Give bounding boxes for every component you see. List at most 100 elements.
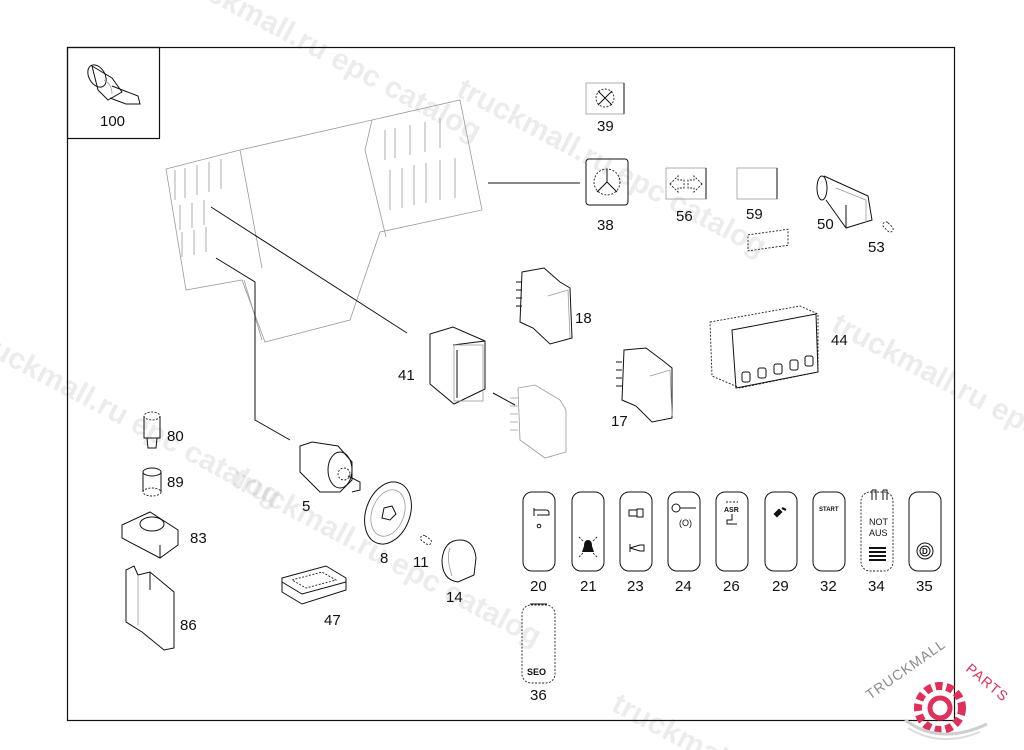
wiper-icon	[593, 168, 621, 196]
seo-text: SEO	[527, 667, 546, 677]
horn-icon	[628, 508, 645, 552]
rocker-cap-32[interactable]: START 32	[812, 491, 846, 595]
diagram-frame	[66, 46, 956, 722]
part-number-label: 80	[167, 428, 184, 445]
part-number-label: 26	[723, 578, 740, 595]
phone-icon	[773, 507, 787, 518]
part-59[interactable]: 59	[736, 167, 778, 223]
bulb-icon	[882, 221, 894, 233]
emergency-stop-icon	[869, 489, 888, 561]
rocker-cap-29[interactable]: 29	[764, 491, 798, 595]
part-89[interactable]: 89	[142, 467, 184, 497]
part-number-label: 100	[100, 113, 125, 130]
part-number-label: 41	[398, 367, 415, 384]
part-41[interactable]: 41	[398, 326, 486, 405]
sleeve-icon	[142, 467, 162, 497]
part-number-label: 23	[627, 578, 644, 595]
part-number-label: 20	[530, 578, 547, 595]
part-number-label: 56	[676, 208, 693, 225]
part-number-label: 35	[916, 578, 933, 595]
alarm-bell-icon	[578, 536, 598, 558]
rocker-cap-21[interactable]: 21	[571, 491, 605, 595]
asr-icon	[726, 501, 738, 525]
switch-pad-icon	[281, 565, 347, 605]
part-number-label: 59	[746, 206, 763, 223]
pin-icon	[420, 534, 432, 546]
part-number-label: 83	[190, 530, 207, 547]
part-number-label: 24	[675, 578, 692, 595]
rocker-switch-icon	[516, 267, 573, 345]
part-50[interactable]: 50	[816, 175, 873, 233]
part-number-label: 14	[446, 589, 463, 606]
part-8[interactable]: 8	[356, 475, 419, 567]
hazard-arrows-icon	[669, 174, 703, 194]
leader-lines	[210, 182, 580, 441]
rocker-cap-24[interactable]: (O) 24	[667, 491, 701, 595]
part-100[interactable]: 100	[84, 62, 141, 130]
part-44[interactable]: 44	[709, 228, 848, 389]
dashboard-outline	[165, 99, 483, 343]
logo-text-dark: TRUCKMALL	[863, 636, 949, 703]
part-number-label: 29	[772, 578, 789, 595]
aus-text: AUS	[869, 528, 888, 538]
rocker-cap-34[interactable]: NOT AUS 34	[860, 489, 894, 595]
logo-text-accent: PARTS	[963, 660, 1012, 705]
part-number-label: 34	[868, 578, 885, 595]
part-number-label: 50	[817, 216, 834, 233]
contact-block-icon	[125, 565, 175, 651]
watermark-text: truckmall.ru epc catalog	[452, 72, 772, 263]
rocker-switch-icon	[616, 347, 673, 423]
start-text: START	[819, 507, 839, 513]
watermark-text: truckmall.ru epc catalog	[827, 307, 1024, 498]
rocker-cap-35[interactable]: D 35	[908, 491, 942, 595]
mounting-plate-icon	[364, 481, 412, 545]
part-number-label: 38	[597, 217, 614, 234]
rotary-switch-icon	[299, 441, 361, 493]
lamp-holder-icon	[143, 411, 161, 449]
ghost-switch-icon	[510, 384, 567, 459]
display-unit-icon	[709, 228, 819, 389]
mount-bracket-icon	[121, 511, 179, 559]
rocker-cap-20[interactable]: 20	[522, 491, 556, 595]
diff-lock-text: D	[922, 547, 928, 556]
part-17[interactable]: 17	[611, 347, 673, 430]
part-11[interactable]: 11	[413, 534, 433, 571]
part-53[interactable]: 53	[868, 221, 894, 256]
asr-text: ASR	[724, 507, 739, 514]
wiper-intermittent-icon	[595, 88, 615, 108]
knob-icon	[441, 539, 477, 583]
part-number-label: 5	[302, 498, 310, 515]
part-number-label: 47	[324, 612, 341, 629]
part-number-label: 32	[820, 578, 837, 595]
part-5[interactable]: 5	[299, 441, 361, 515]
switch-frame-icon	[429, 326, 486, 405]
diff-lock-icon	[916, 542, 934, 560]
truckmall-logo: TRUCKMALL PARTS	[863, 636, 1012, 741]
part-56[interactable]: 56	[665, 167, 707, 225]
part-number-label: 21	[580, 578, 597, 595]
part-number-label: 36	[530, 687, 547, 704]
part-14[interactable]: 14	[441, 539, 477, 606]
part-number-label: 89	[167, 474, 184, 491]
part-number-label: 44	[831, 332, 848, 349]
part-86[interactable]: 86	[125, 565, 197, 651]
rocker-cap-36[interactable]: SEO 36	[521, 603, 556, 704]
part-39[interactable]: 39	[585, 82, 625, 135]
part-number-label: 17	[611, 413, 628, 430]
key-position-text: (O)	[679, 518, 692, 528]
part-number-label: 86	[180, 617, 197, 634]
part-47[interactable]: 47	[281, 565, 347, 629]
part-80[interactable]: 80	[143, 411, 184, 449]
inset-frame	[66, 46, 161, 140]
part-38[interactable]: 38	[585, 158, 629, 234]
rocker-cap-23[interactable]: 23	[619, 491, 653, 595]
part-83[interactable]: 83	[121, 511, 207, 559]
sensor-icon	[87, 64, 141, 105]
part-18[interactable]: 18	[516, 267, 592, 345]
rocker-cap-26[interactable]: ASR 26	[715, 491, 749, 595]
part-number-label: 11	[413, 554, 429, 571]
watermark-text: truckmall.ru epc catalog	[167, 0, 487, 148]
gear-logo-icon	[904, 682, 988, 741]
